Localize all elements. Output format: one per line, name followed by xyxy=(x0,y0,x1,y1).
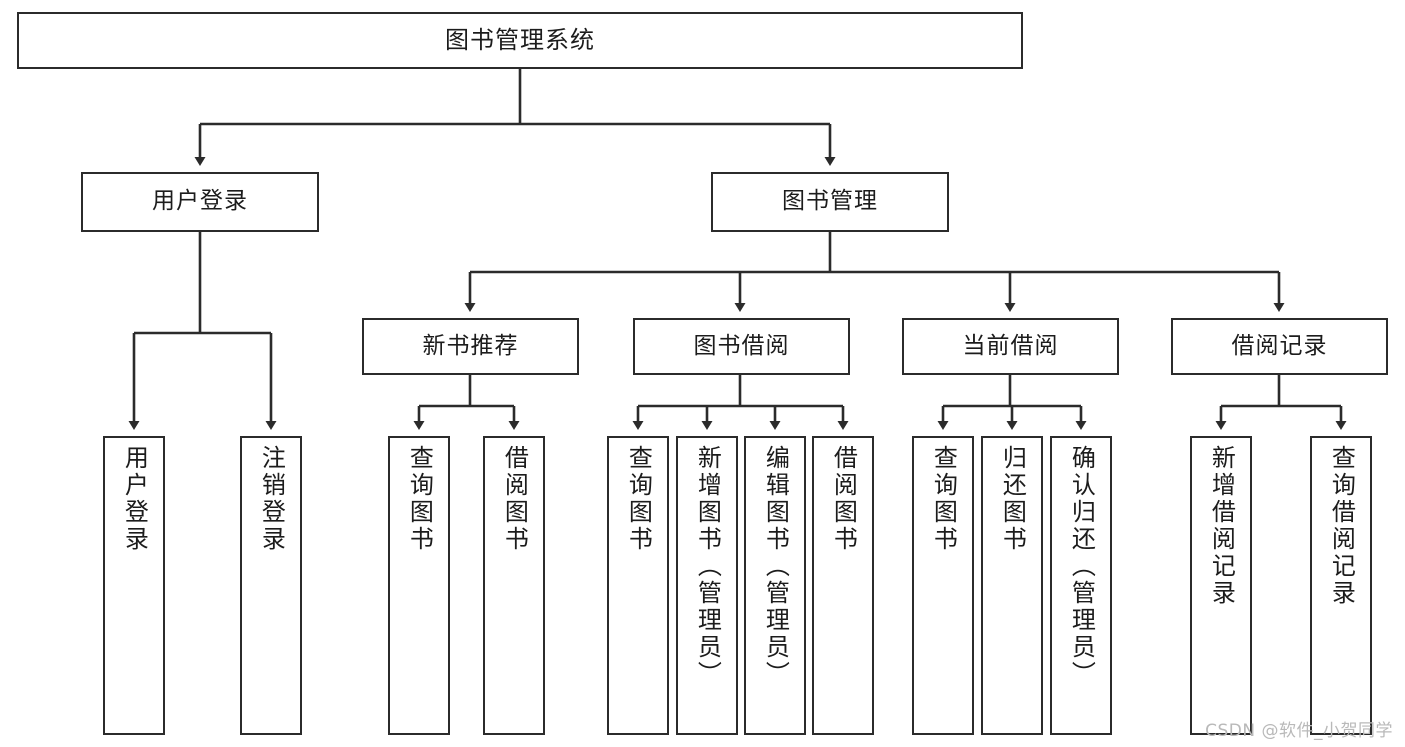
leaf-add-borrow-record[interactable]: 新增借阅记录 xyxy=(1190,436,1252,735)
leaf-label: 归还图书 xyxy=(998,445,1027,553)
node-new-book-recommend-label: 新书推荐 xyxy=(422,332,519,359)
node-current-borrow[interactable]: 当前借阅 xyxy=(902,318,1119,375)
leaf-label: 查询借阅记录 xyxy=(1327,445,1356,607)
leaf-label: 新增借阅记录 xyxy=(1207,445,1236,607)
leaf-return-book[interactable]: 归还图书 xyxy=(981,436,1043,735)
node-user-login-label: 用户登录 xyxy=(152,188,248,215)
leaf-label: 确认归还（管理员） xyxy=(1067,445,1096,688)
leaf-confirm-return-admin[interactable]: 确认归还（管理员） xyxy=(1050,436,1112,735)
leaf-label: 新增图书（管理员） xyxy=(693,445,722,688)
node-book-management-label: 图书管理 xyxy=(782,188,878,215)
node-root[interactable]: 图书管理系统 xyxy=(17,12,1023,69)
node-current-borrow-label: 当前借阅 xyxy=(962,332,1059,359)
leaf-label: 借阅图书 xyxy=(829,445,858,553)
leaf-query-book-current[interactable]: 查询图书 xyxy=(912,436,974,735)
leaf-label: 借阅图书 xyxy=(500,445,529,553)
node-root-label: 图书管理系统 xyxy=(445,26,595,55)
leaf-borrow-book-recommend[interactable]: 借阅图书 xyxy=(483,436,545,735)
leaf-query-borrow-record[interactable]: 查询借阅记录 xyxy=(1310,436,1372,735)
leaf-label: 查询图书 xyxy=(929,445,958,553)
leaf-label: 用户登录 xyxy=(120,445,149,553)
leaf-query-book-recommend[interactable]: 查询图书 xyxy=(388,436,450,735)
leaf-add-book-admin[interactable]: 新增图书（管理员） xyxy=(676,436,738,735)
leaf-label: 查询图书 xyxy=(624,445,653,553)
leaf-label: 编辑图书（管理员） xyxy=(761,445,790,688)
node-user-login[interactable]: 用户登录 xyxy=(81,172,319,232)
leaf-borrow-book[interactable]: 借阅图书 xyxy=(812,436,874,735)
leaf-user-login[interactable]: 用户登录 xyxy=(103,436,165,735)
node-borrow-record[interactable]: 借阅记录 xyxy=(1171,318,1388,375)
leaf-label: 查询图书 xyxy=(405,445,434,553)
watermark: CSDN @软件_小贺同学 xyxy=(1205,721,1393,741)
node-borrow-record-label: 借阅记录 xyxy=(1231,332,1328,359)
leaf-query-book-borrow[interactable]: 查询图书 xyxy=(607,436,669,735)
node-book-borrow[interactable]: 图书借阅 xyxy=(633,318,850,375)
leaf-logout[interactable]: 注销登录 xyxy=(240,436,302,735)
node-book-management[interactable]: 图书管理 xyxy=(711,172,949,232)
leaf-label: 注销登录 xyxy=(257,445,286,553)
node-book-borrow-label: 图书借阅 xyxy=(693,332,790,359)
leaf-edit-book-admin[interactable]: 编辑图书（管理员） xyxy=(744,436,806,735)
node-new-book-recommend[interactable]: 新书推荐 xyxy=(362,318,579,375)
